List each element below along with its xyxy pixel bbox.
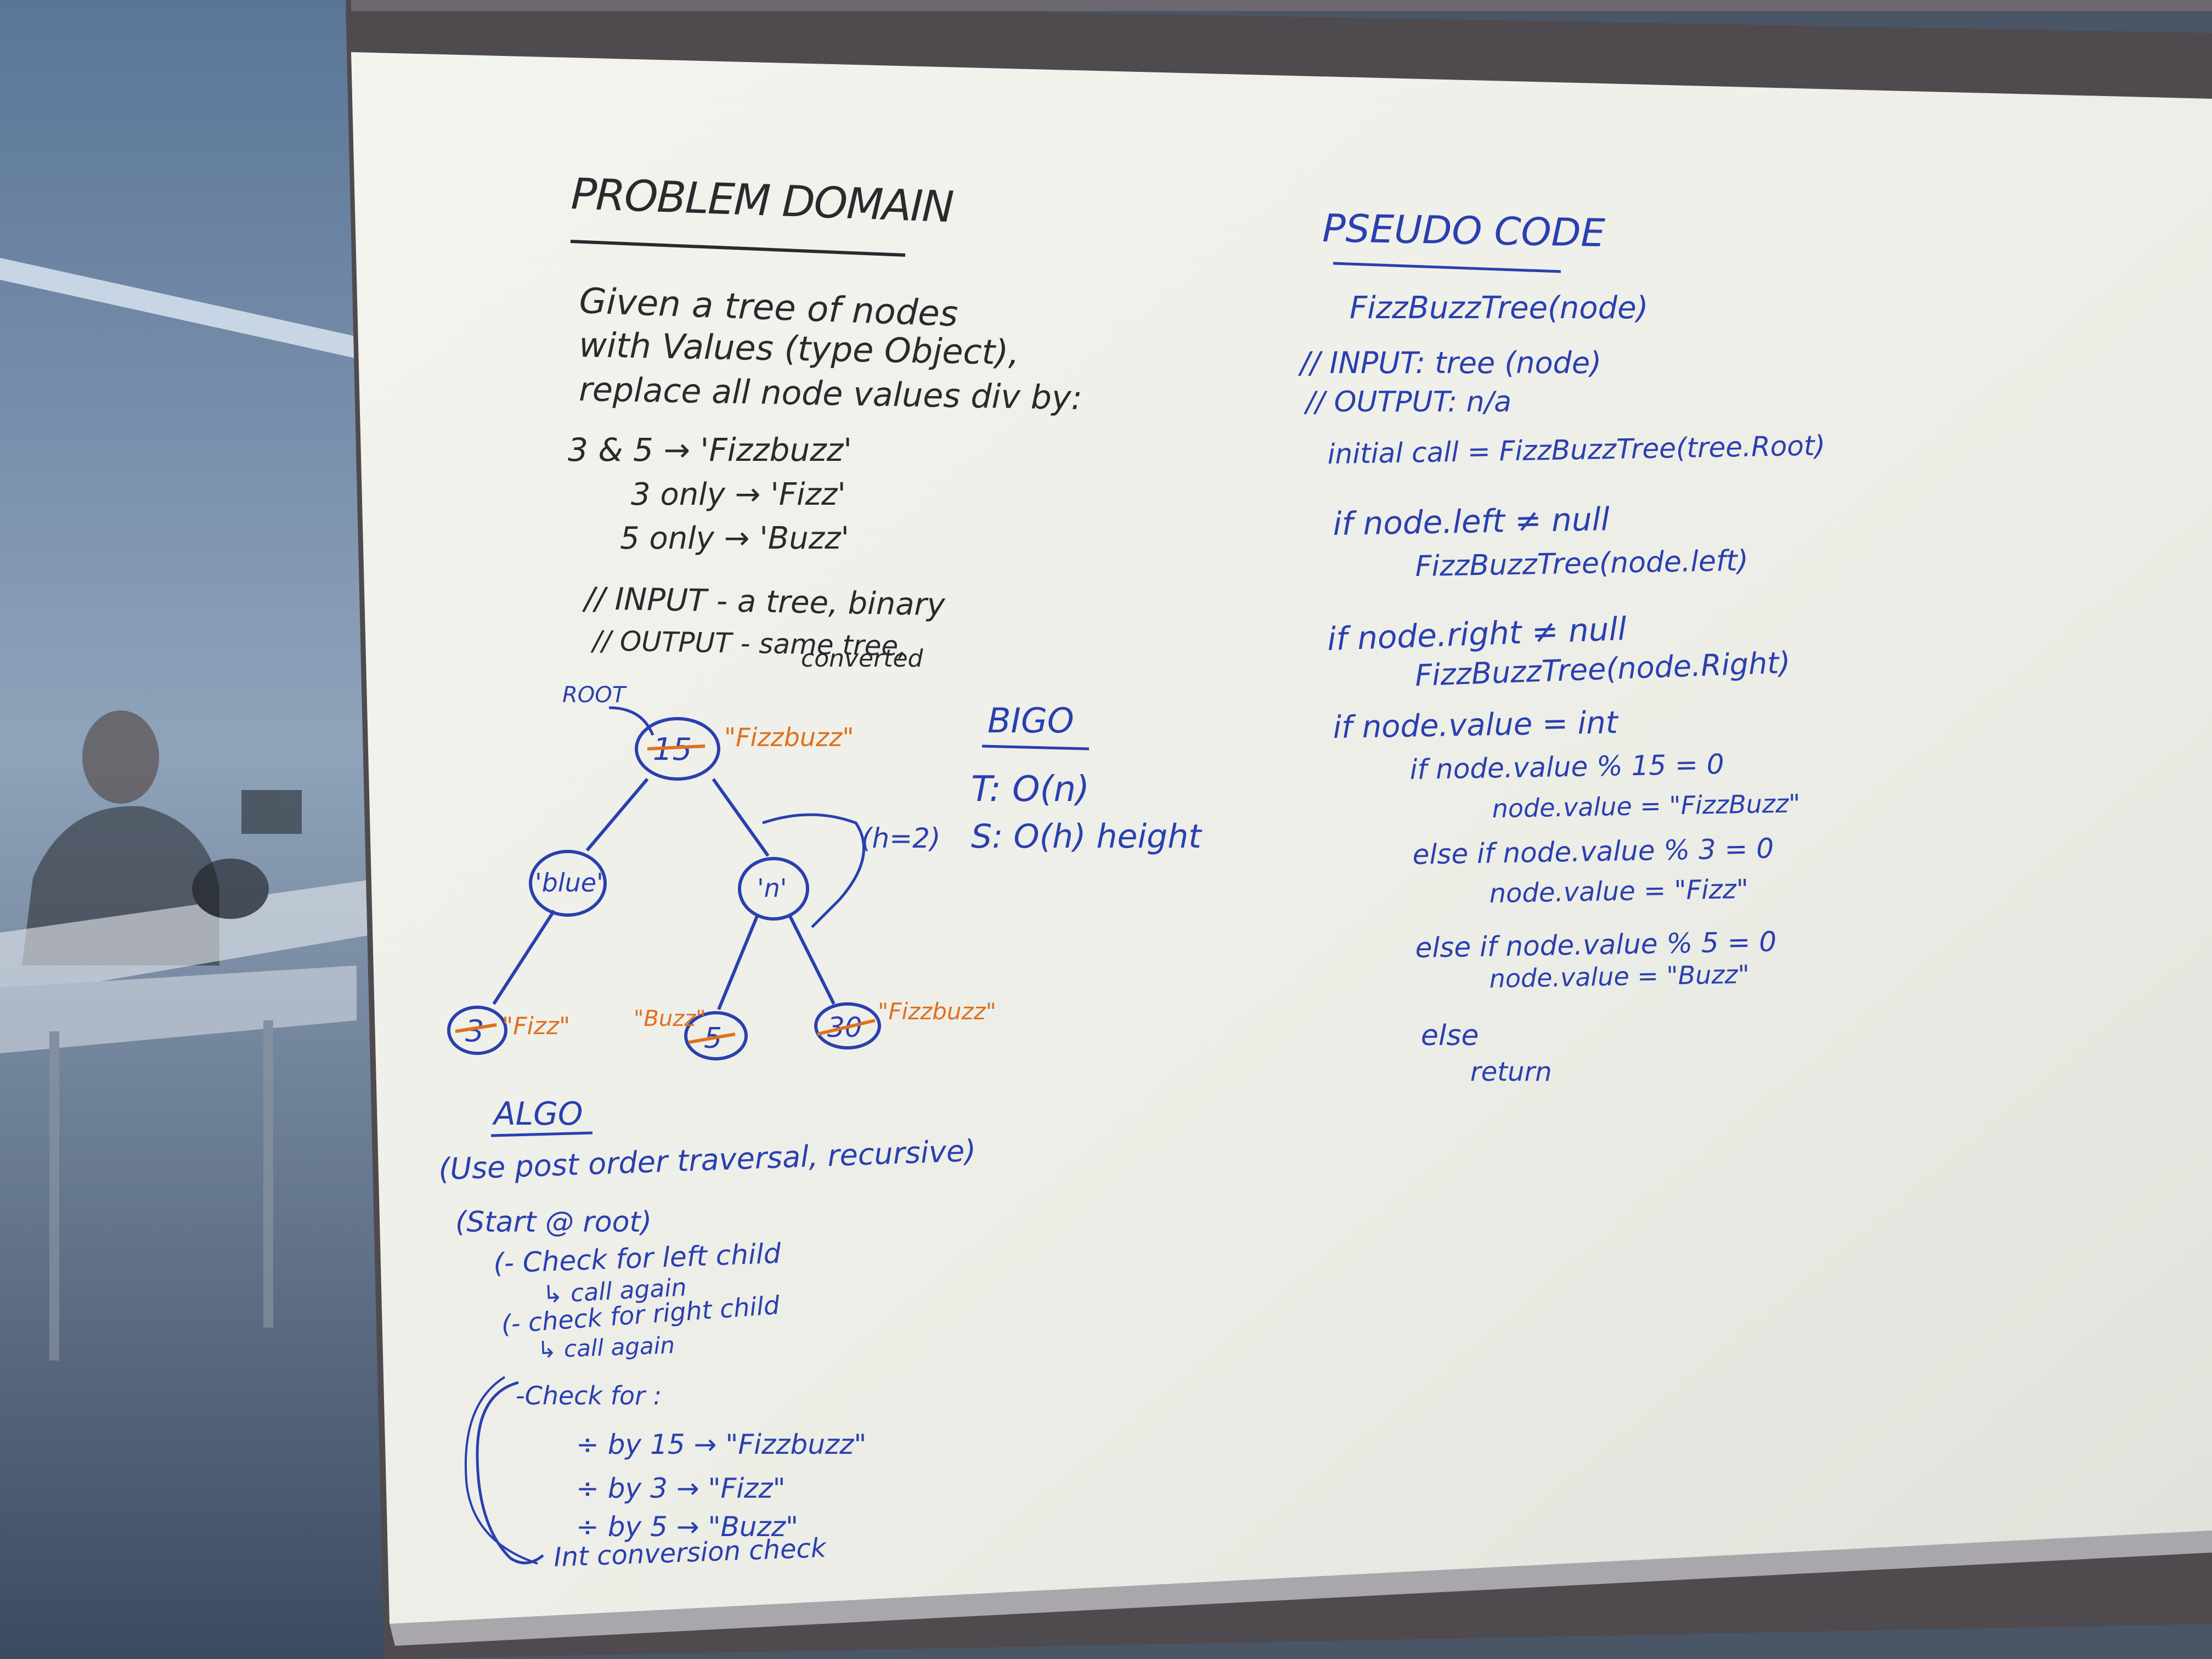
node-rl-annotation: "Buzz"	[634, 1006, 706, 1031]
pseudo-line-2: // INPUT: tree (node)	[1298, 346, 1601, 380]
algo-line-6: ↳ call again	[537, 1331, 675, 1363]
problem-line-2: with Values (type Object),	[579, 325, 1020, 373]
node-ll-annotation: "Fizz"	[502, 1012, 570, 1040]
pseudo-line-11: node.value = "FizzBuzz"	[1492, 788, 1801, 823]
pseudo-line-9: if node.value = int	[1333, 705, 1619, 746]
edge-right-rl	[717, 915, 759, 1011]
height-brace	[762, 813, 865, 928]
node-root	[635, 717, 720, 781]
big-o-underline	[981, 744, 1090, 751]
title-underline	[570, 240, 906, 257]
edge-root-left	[585, 778, 649, 851]
pseudo-title: PSEUDO CODE	[1322, 206, 1606, 256]
problem-line-9: converted	[801, 645, 924, 673]
left-wall	[0, 0, 395, 1659]
frame-top-strip	[351, 0, 2212, 11]
node-left-value: 'blue'	[535, 868, 603, 898]
pseudo-line-14: else if node.value % 5 = 0	[1415, 926, 1777, 964]
height-label: (h=2)	[861, 822, 940, 854]
node-root-annotation: "Fizzbuzz"	[724, 723, 854, 752]
node-ll	[447, 1006, 507, 1055]
pseudo-underline	[1333, 262, 1561, 273]
problem-line-3: replace all node values div by:	[579, 370, 1083, 417]
node-right-value: 'n'	[757, 873, 787, 903]
pseudo-line-12: else if node.value % 3 = 0	[1412, 833, 1774, 871]
algo-title: ALGO	[492, 1095, 583, 1132]
edge-left-ll	[492, 910, 556, 1005]
algo-loop-arrow	[476, 1381, 544, 1565]
node-root-strike	[647, 744, 706, 751]
pseudo-line-5: if node.left ≠ null	[1333, 500, 1610, 543]
big-o-time: T: O(n)	[971, 769, 1090, 810]
node-right	[738, 857, 809, 921]
root-pointer-arrow	[608, 706, 654, 736]
algo-line-10: ÷ by 5 → "Buzz"	[576, 1511, 798, 1543]
problem-line-5: 3 only → 'Fizz'	[631, 477, 846, 512]
algo-line-9: ÷ by 3 → "Fizz"	[576, 1472, 786, 1504]
big-o-title: BIGO	[988, 701, 1074, 741]
problem-line-6: 5 only → 'Buzz'	[620, 521, 849, 556]
light-streak	[0, 258, 373, 362]
algo-underline	[490, 1131, 593, 1137]
pseudo-line-17: return	[1470, 1057, 1552, 1087]
tree-diagram: ROOT (h=2) 15 "Fizzbuzz" 'blue' 'n' 3 "F…	[447, 682, 996, 1060]
edge-root-right	[712, 778, 770, 857]
problem-line-7: // INPUT - a tree, binary	[582, 581, 946, 623]
big-o-section: BIGO T: O(n) S: O(h) height	[971, 701, 1203, 856]
big-o-space: S: O(h) height	[971, 817, 1203, 856]
algo-line-8: ÷ by 15 → "Fizzbuzz"	[576, 1429, 866, 1460]
algo-line-7: -Check for :	[516, 1381, 662, 1410]
node-rl	[684, 1011, 748, 1060]
root-label: ROOT	[562, 682, 628, 708]
pseudo-line-16: else	[1421, 1019, 1479, 1052]
algo-loop-arrow-2	[464, 1376, 538, 1565]
node-rl-strike	[688, 1032, 736, 1044]
problem-line-8: // OUTPUT - same tree,	[590, 625, 907, 662]
edge-right-rr	[788, 915, 836, 1005]
whiteboard-surface	[351, 52, 2212, 1624]
pseudo-line-13: node.value = "Fizz"	[1489, 874, 1748, 909]
node-ll-value: 3	[465, 1014, 484, 1048]
marker-tray	[390, 1531, 2212, 1646]
pseudo-line-1: FizzBuzzTree(node)	[1350, 290, 1649, 326]
pseudo-line-6: FizzBuzzTree(node.left)	[1415, 544, 1748, 583]
node-rr-strike	[817, 1019, 876, 1036]
problem-domain-section: PROBLEM DOMAIN Given a tree of nodes wit…	[568, 170, 1082, 673]
reflected-table	[0, 859, 384, 1361]
pseudo-line-3: // OUTPUT: n/a	[1304, 386, 1511, 419]
node-left	[529, 850, 607, 917]
pseudo-code-section: PSEUDO CODE FizzBuzzTree(node) // INPUT:…	[1298, 206, 1826, 1087]
pseudo-line-10: if node.value % 15 = 0	[1409, 748, 1724, 786]
pseudo-line-15: node.value = "Buzz"	[1489, 960, 1750, 994]
node-rr	[814, 1002, 881, 1049]
node-ll-strike	[455, 1023, 497, 1033]
node-rr-annotation: "Fizzbuzz"	[878, 998, 996, 1025]
algo-line-2: (Start @ root)	[455, 1206, 652, 1239]
problem-line-4: 3 & 5 → 'Fizzbuzz'	[568, 431, 852, 469]
